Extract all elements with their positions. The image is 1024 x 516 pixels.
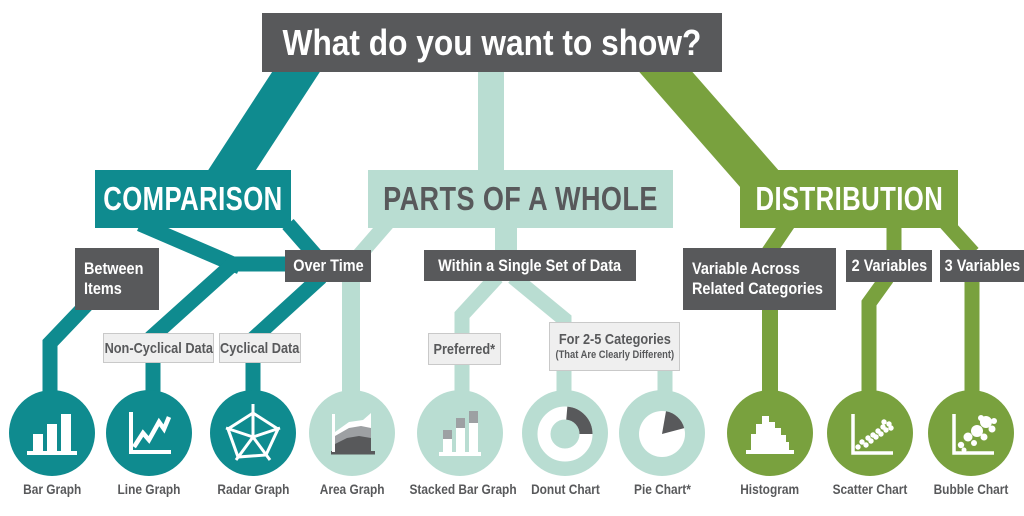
histogram-node <box>727 390 813 476</box>
branch-parts-of-a-whole: PARTS OF A WHOLE <box>368 170 673 228</box>
line-graph-icon <box>129 412 172 454</box>
area-graph-node <box>309 390 395 476</box>
pie-chart-node <box>619 390 705 476</box>
radar-graph-node <box>210 390 296 476</box>
chart-type-label: Pie Chart* <box>633 481 691 497</box>
area-graph-icon <box>331 413 375 455</box>
page-title: What do you want to show? <box>282 21 702 63</box>
chart-type-label: Area Graph <box>319 481 385 497</box>
title-box: What do you want to show? <box>262 13 722 72</box>
bubble-chart-icon <box>952 414 997 455</box>
scatter-chart-node <box>827 390 913 476</box>
line-graph-node <box>106 390 192 476</box>
bar-graph-icon <box>27 414 77 455</box>
chart-type-label: Line Graph <box>117 481 181 497</box>
chart-type-label: Radar Graph <box>216 481 290 497</box>
donut-chart-node <box>522 390 608 476</box>
chart-type-label: Bar Graph <box>22 481 82 497</box>
histogram-icon <box>746 416 794 454</box>
node-within-single-set: Within a Single Set of Data <box>424 250 636 281</box>
stacked-bar-graph-node <box>417 390 503 476</box>
pie-chart-icon <box>639 411 685 457</box>
branch-comparison: COMPARISON <box>95 170 291 228</box>
branch-distribution: DISTRIBUTION <box>740 170 958 228</box>
node-non-cyclical-data: Non-Cyclical Data <box>103 333 214 363</box>
node-3-variables: 3 Variables <box>940 250 1024 282</box>
node-for-2-5-categories: For 2-5 Categories (That Are Clearly Dif… <box>549 322 680 371</box>
stacked-bar-graph-icon <box>439 411 481 456</box>
node-over-time: Over Time <box>285 250 371 282</box>
node-cyclical-data: Cyclical Data <box>219 333 301 363</box>
radar-graph-icon <box>225 404 281 461</box>
chart-type-label: Donut Chart <box>530 481 600 497</box>
bar-graph-node <box>9 390 95 476</box>
node-preferred: Preferred* <box>428 333 501 365</box>
node-variable-across-related-categories: Variable Across Related Categories <box>683 248 836 310</box>
donut-chart-icon <box>537 406 593 462</box>
scatter-chart-icon <box>851 414 894 455</box>
node-between-items: Between Items <box>75 248 159 310</box>
node-2-variables: 2 Variables <box>846 250 932 282</box>
chart-type-label: Scatter Chart <box>832 481 908 497</box>
chart-type-label: Bubble Chart <box>933 481 1009 497</box>
bubble-chart-node <box>928 390 1014 476</box>
chart-type-label: Histogram <box>740 481 800 497</box>
chart-type-label: Stacked Bar Graph <box>409 481 517 497</box>
